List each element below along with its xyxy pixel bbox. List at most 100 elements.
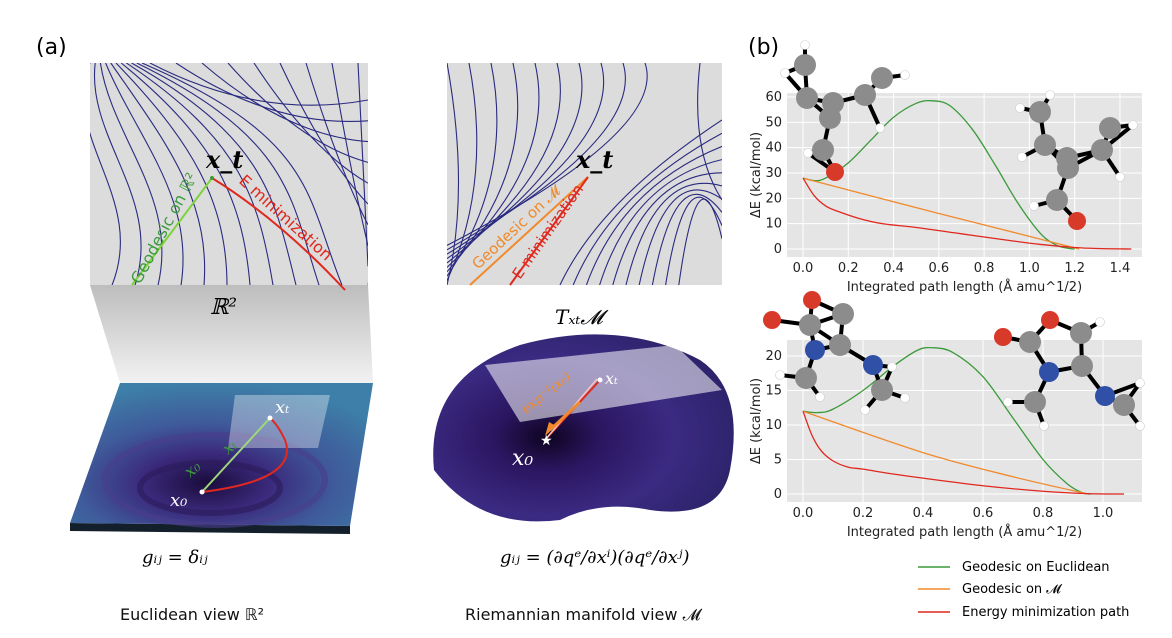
x0-label: x₀ xyxy=(170,490,187,511)
atom xyxy=(800,40,810,50)
atom xyxy=(1045,90,1055,100)
atom xyxy=(1091,139,1113,161)
atom xyxy=(860,405,870,415)
xt-label: xₜ xyxy=(275,397,290,418)
atom xyxy=(795,367,817,389)
x-tick-label: 0.4 xyxy=(913,506,934,521)
x-tick-label: 1.2 xyxy=(1064,261,1085,276)
manifold-metric: gᵢⱼ = (∂qᵉ/∂xⁱ)(∂qᵉ/∂xʲ) xyxy=(500,547,690,568)
molecule xyxy=(994,311,1145,431)
atom xyxy=(1128,120,1138,130)
projection-cone xyxy=(90,285,373,383)
atom xyxy=(812,139,834,161)
atom xyxy=(1115,172,1125,182)
x-axis-label: Integrated path length (Å amu^1/2) xyxy=(847,279,1082,295)
atom xyxy=(854,84,876,106)
x-tick-label: 0.8 xyxy=(1033,506,1054,521)
legend-item: Energy minimization path xyxy=(962,605,1129,620)
euclidean-caption: Euclidean view ℝ² xyxy=(120,605,264,624)
atom xyxy=(819,107,841,129)
y-tick-label: 10 xyxy=(765,217,782,232)
atom xyxy=(1024,391,1046,413)
molecule xyxy=(763,291,910,415)
series-line xyxy=(802,177,1080,250)
legend-item: Geodesic on 𝓜 xyxy=(962,582,1062,597)
atom xyxy=(1039,362,1059,382)
y-tick-label: 20 xyxy=(765,349,782,364)
atom xyxy=(863,355,883,375)
euclidean-contour-plot: x_t Geodesic on ℝ² E minimization xyxy=(90,63,368,291)
atom xyxy=(887,362,897,372)
atom xyxy=(1003,397,1013,407)
atom xyxy=(832,303,854,325)
r2-label: ℝ² xyxy=(210,295,237,320)
x0-label: x₀ xyxy=(512,446,533,471)
xt-label: xₜ xyxy=(605,369,618,388)
y-tick-label: 50 xyxy=(765,115,782,130)
x-axis-label: Integrated path length (Å amu^1/2) xyxy=(847,524,1082,540)
y-tick-label: 15 xyxy=(765,384,782,399)
atom xyxy=(1034,134,1056,156)
y-axis-label: ΔE (kcal/mol) xyxy=(749,132,764,218)
atom xyxy=(763,311,781,329)
x-tick-label: 0.6 xyxy=(973,506,994,521)
series-line xyxy=(802,410,1125,495)
legend-item: Geodesic on Euclidean xyxy=(962,560,1110,575)
euclidean-metric: gᵢⱼ = δᵢⱼ xyxy=(142,547,208,568)
panel-b-label: (b) xyxy=(748,35,779,60)
molecule-structures xyxy=(763,40,1145,431)
x-tick-label: 0.0 xyxy=(793,261,814,276)
molecule xyxy=(780,40,910,181)
tangent-contour-plot: x_t Geodesic on 𝓜 E minimization xyxy=(447,63,722,286)
atom xyxy=(875,123,885,133)
y-tick-label: 10 xyxy=(765,418,782,433)
atom xyxy=(1135,378,1145,388)
tangent-space-label: Tₓₜ𝓜 xyxy=(555,305,609,329)
y-tick-label: 5 xyxy=(774,453,782,468)
atom xyxy=(1095,317,1105,327)
atom xyxy=(1019,331,1041,353)
atom xyxy=(1099,117,1121,139)
series-line xyxy=(802,177,1132,250)
energy-path xyxy=(509,176,589,286)
atom xyxy=(1017,152,1027,162)
x-tick-label: 0.8 xyxy=(974,261,995,276)
y-tick-label: 0 xyxy=(774,242,782,257)
xt-label: x_t xyxy=(205,145,243,174)
x-tick-label: 0.0 xyxy=(793,506,814,521)
x-tick-label: 1.4 xyxy=(1110,261,1131,276)
atom xyxy=(796,87,818,109)
x-tick-label: 0.6 xyxy=(928,261,949,276)
atom xyxy=(1070,322,1092,344)
x-tick-label: 0.2 xyxy=(853,506,874,521)
atom xyxy=(1029,101,1051,123)
y-axis-label: ΔE (kcal/mol) xyxy=(749,378,764,464)
atom xyxy=(871,379,893,401)
atom xyxy=(803,148,813,158)
x-tick-label: 1.0 xyxy=(1019,261,1040,276)
star-icon: ★ xyxy=(540,433,553,449)
atom xyxy=(780,68,790,78)
atom xyxy=(803,291,821,309)
atom xyxy=(1015,103,1025,113)
atom xyxy=(826,163,844,181)
atom xyxy=(900,70,910,80)
atom xyxy=(871,67,893,89)
manifold-caption: Riemannian manifold view 𝓜 xyxy=(465,605,703,624)
atom xyxy=(1095,386,1115,406)
atom xyxy=(900,393,910,403)
atom xyxy=(805,340,825,360)
x-tick-label: 0.2 xyxy=(838,261,859,276)
series-line xyxy=(802,410,1089,495)
atom xyxy=(1113,394,1135,416)
series-line xyxy=(802,346,1092,495)
atom xyxy=(1041,311,1059,329)
atom xyxy=(1029,201,1039,211)
atom xyxy=(1046,189,1068,211)
molecule xyxy=(1015,90,1138,230)
y-tick-label: 0 xyxy=(774,487,782,502)
atom xyxy=(775,370,785,380)
xt-label: x_t xyxy=(575,145,613,174)
geodesic-line xyxy=(131,177,213,286)
